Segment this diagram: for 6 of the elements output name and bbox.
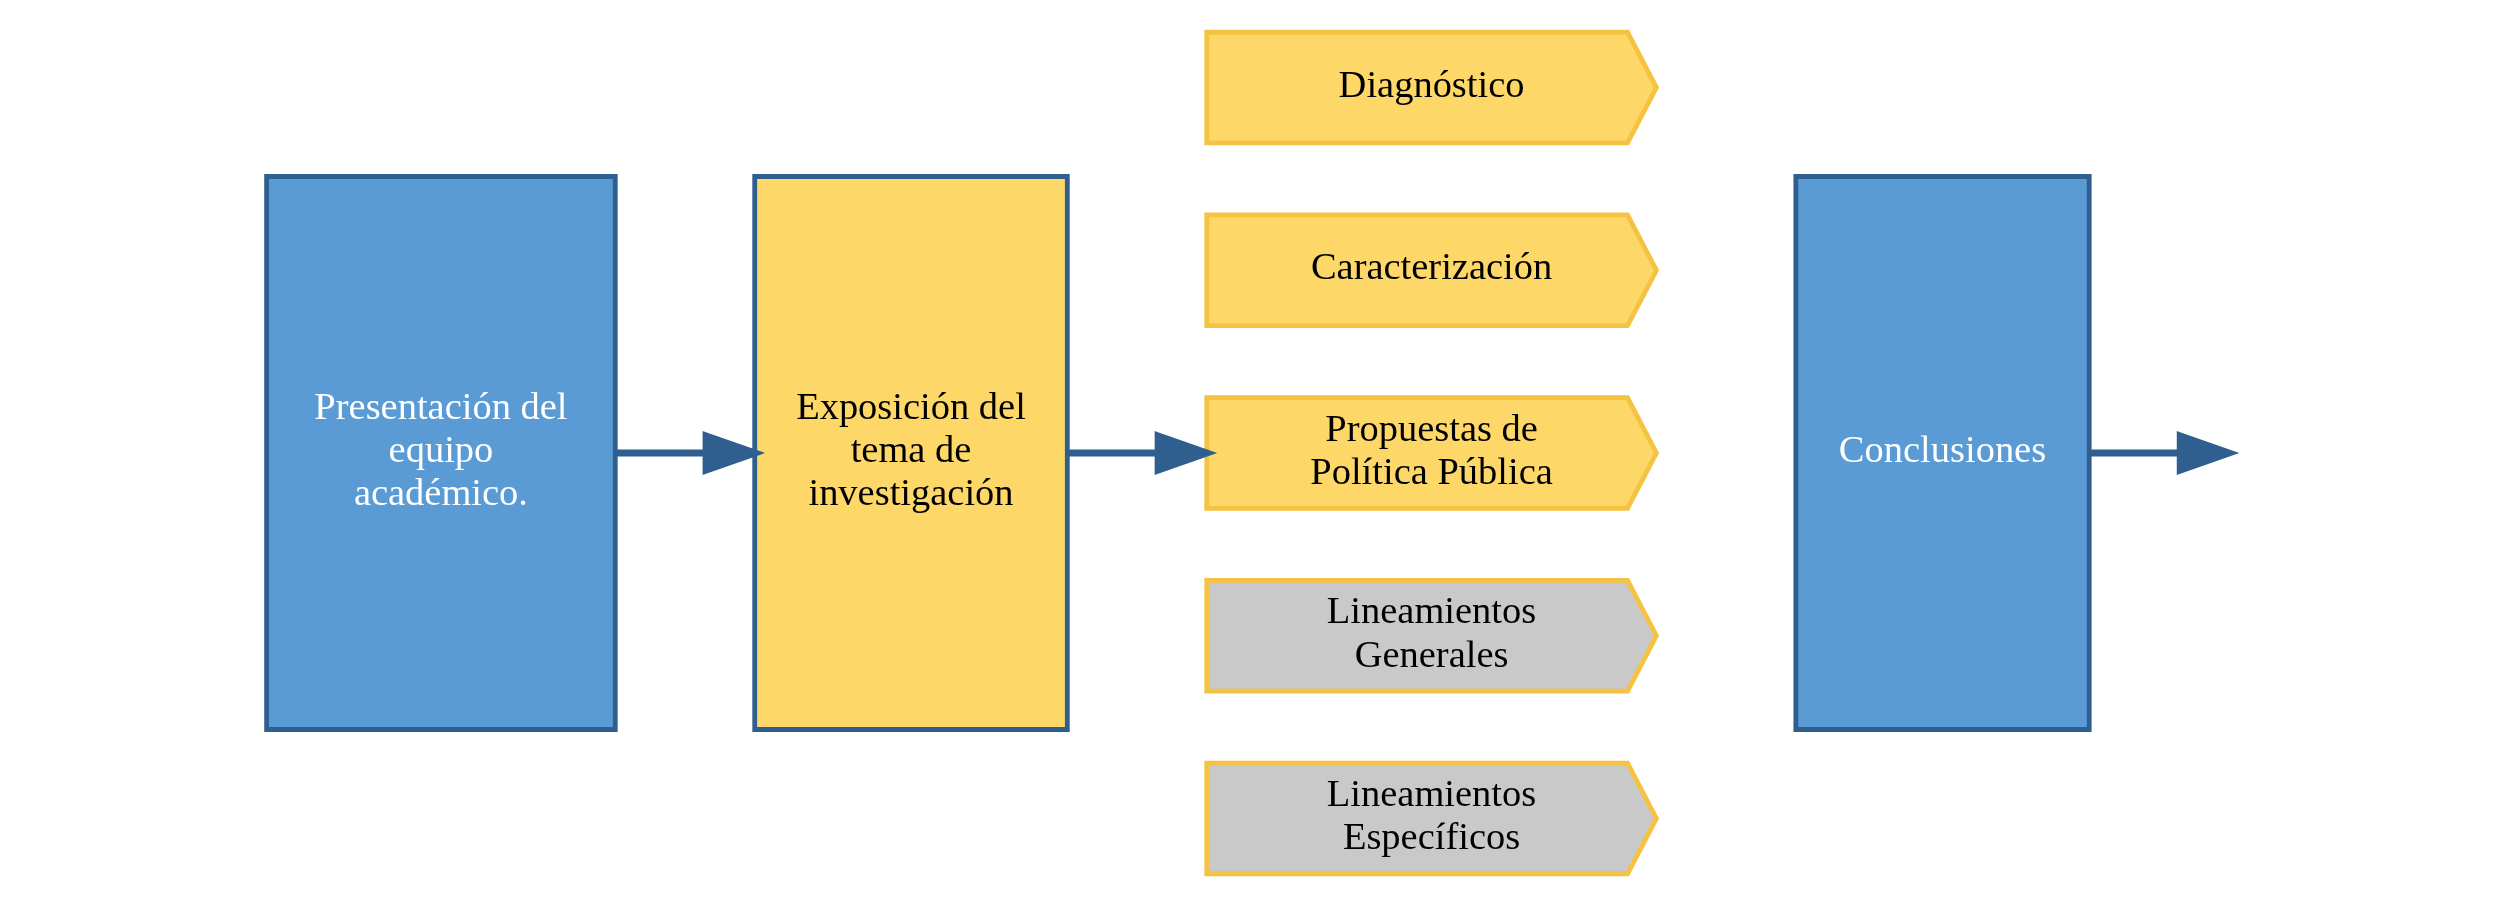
arrow	[2088, 431, 2239, 475]
arrow	[1066, 431, 1217, 475]
arrow	[614, 431, 765, 475]
node-box: Presentación del equipo académico.	[263, 174, 618, 732]
node-box: Conclusiones	[1792, 174, 2092, 732]
node-box: Exposición del tema de investigación	[751, 174, 1070, 732]
